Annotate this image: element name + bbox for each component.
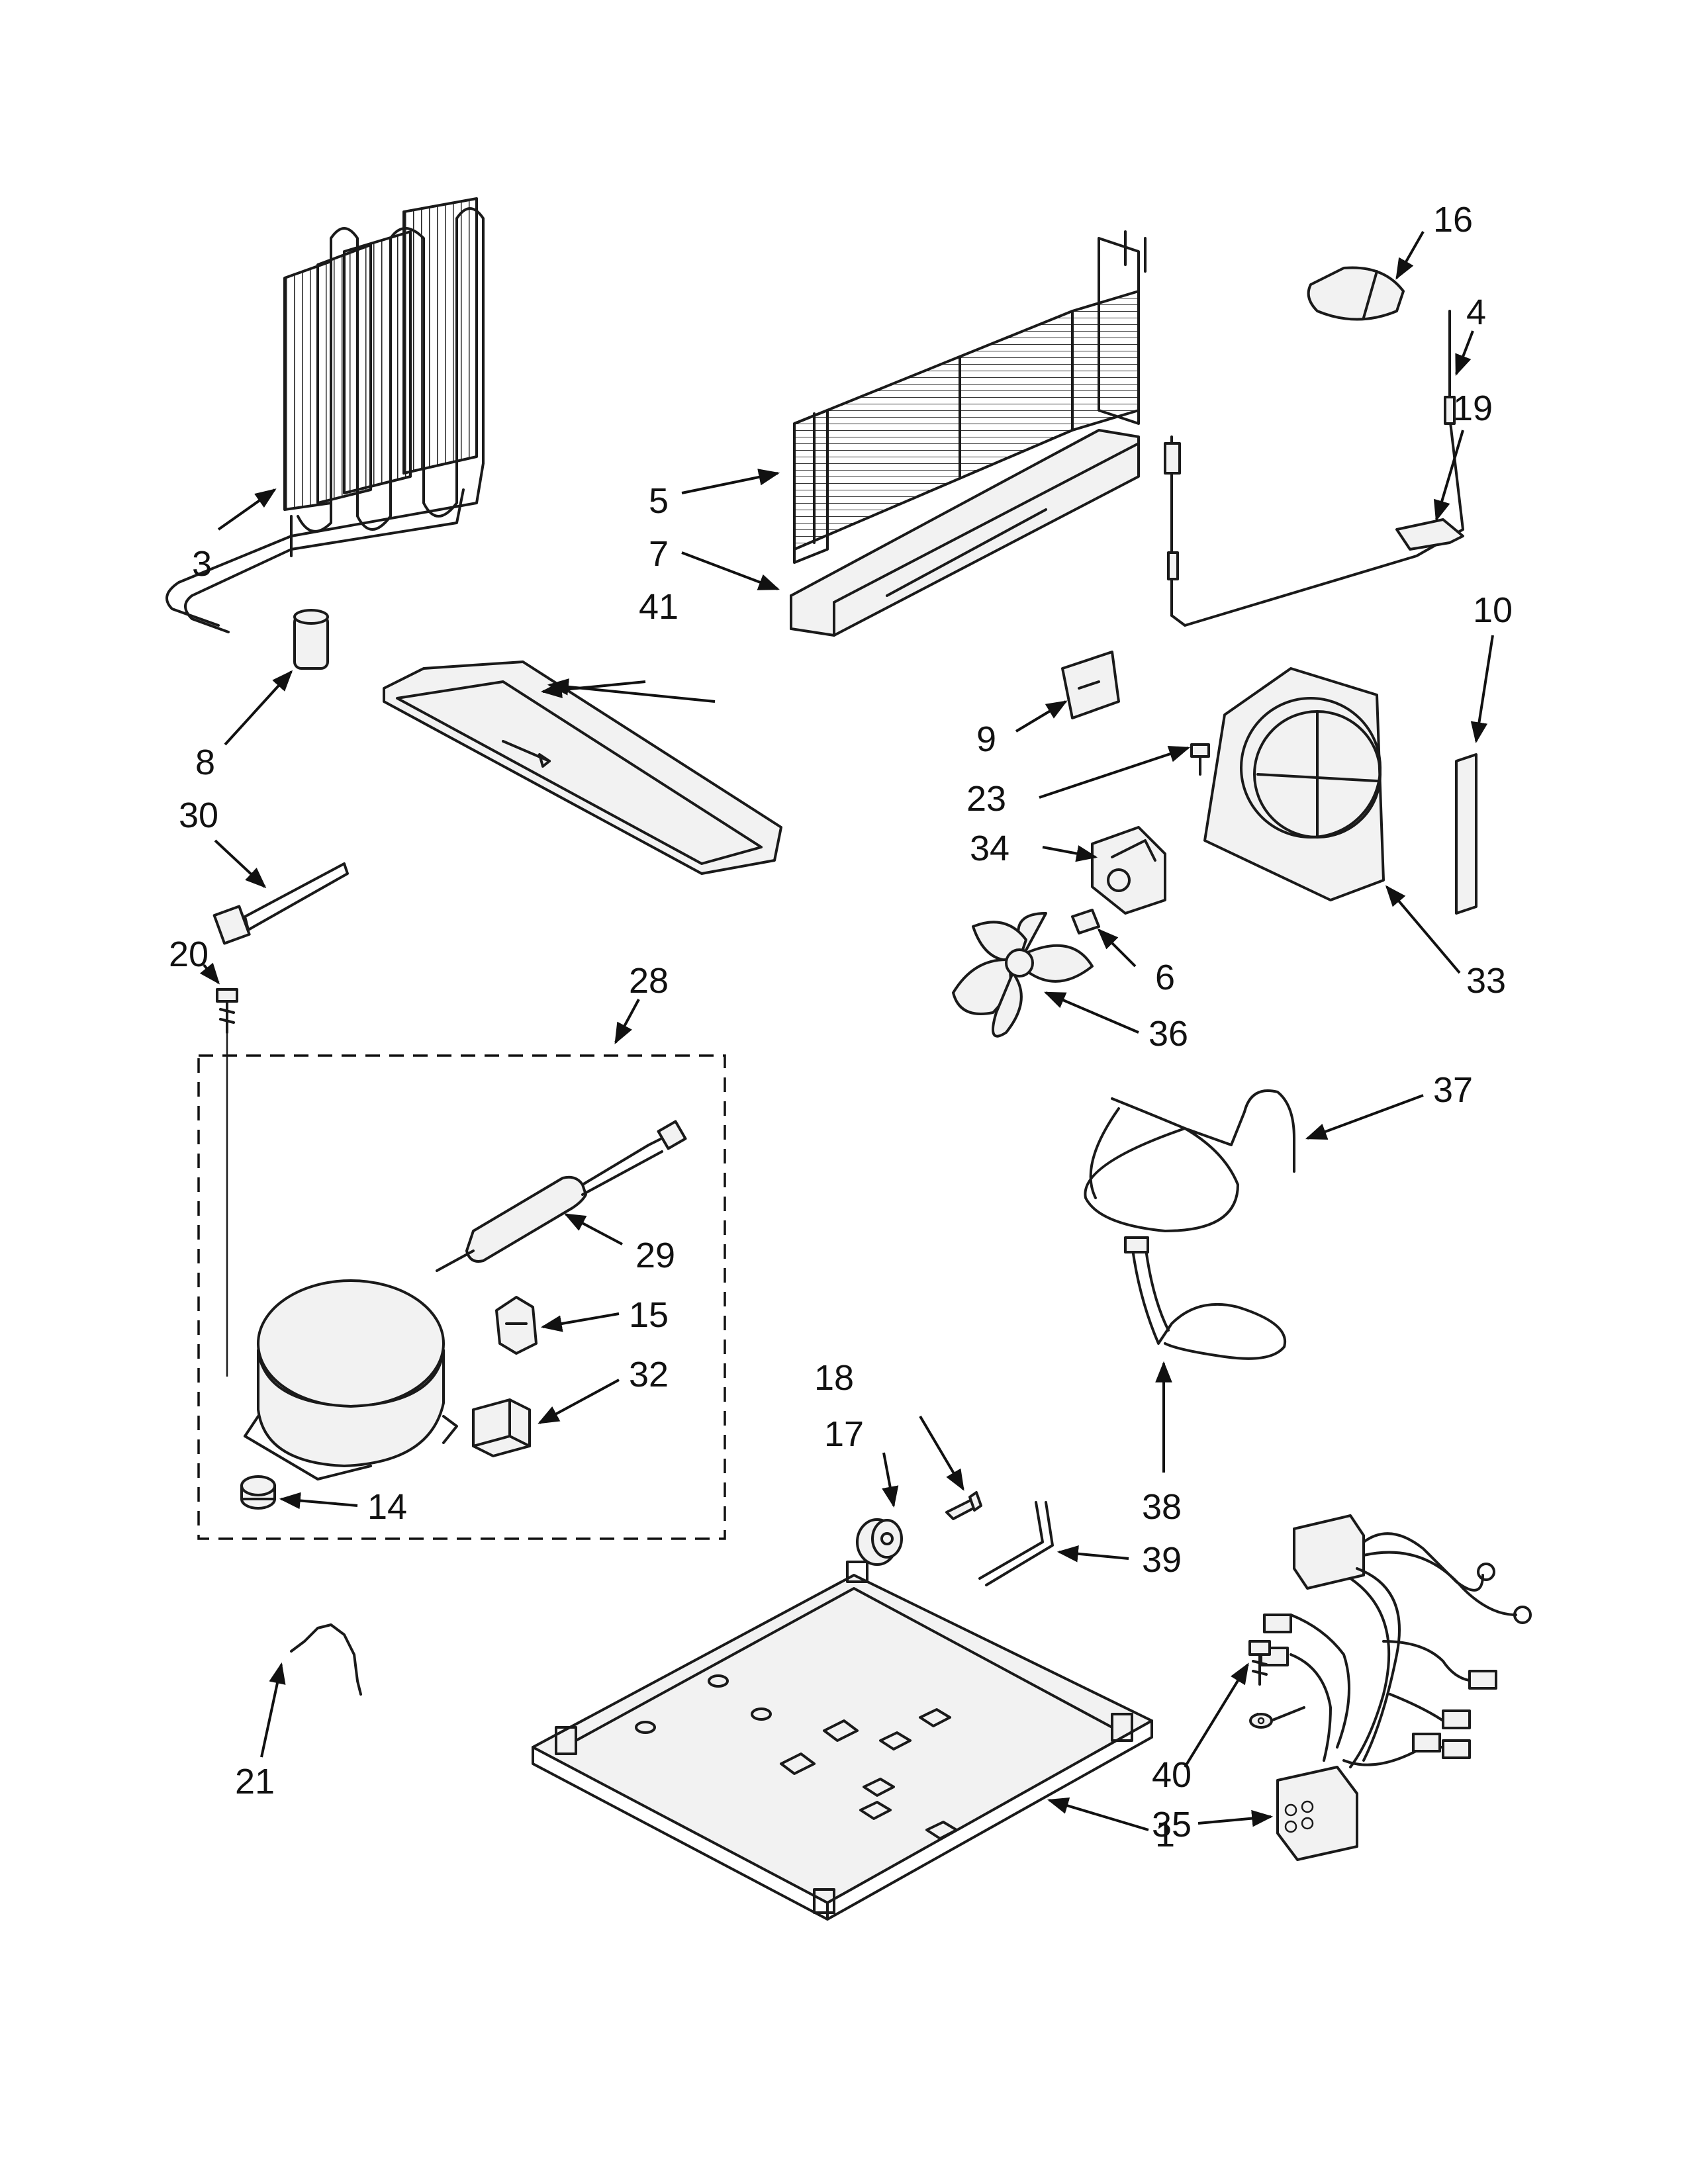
callout-labels: 1 3 4 5 6 7 8 9 10 14 15 16 17 18 19 20 … bbox=[169, 200, 1513, 1854]
screw-part-6 bbox=[1071, 909, 1100, 934]
tube-part-38 bbox=[1124, 1236, 1287, 1360]
drier-part-29 bbox=[436, 1120, 687, 1272]
roller-part-17 bbox=[856, 1518, 903, 1566]
callout-8: 8 bbox=[195, 743, 215, 782]
callout-20: 20 bbox=[169, 934, 209, 974]
screw-part-23 bbox=[1190, 743, 1210, 776]
cylinder-part-8 bbox=[293, 609, 329, 670]
leader-lines bbox=[199, 231, 1494, 1831]
screw-washer-part-40 bbox=[1248, 1640, 1273, 1729]
callout-6: 6 bbox=[1155, 958, 1175, 997]
callout-32: 32 bbox=[629, 1355, 669, 1394]
callout-23: 23 bbox=[966, 779, 1006, 819]
callout-21: 21 bbox=[235, 1762, 275, 1801]
callout-33: 33 bbox=[1466, 961, 1506, 1001]
callout-37: 37 bbox=[1433, 1070, 1473, 1110]
evaporator-coil-part bbox=[793, 230, 1147, 564]
callout-4: 4 bbox=[1466, 293, 1486, 332]
fan-blade-part-36 bbox=[952, 912, 1094, 1038]
cable-tie-part bbox=[212, 862, 349, 945]
grommet-part-14 bbox=[240, 1475, 276, 1510]
callout-41: 41 bbox=[639, 587, 679, 627]
tube-part-37 bbox=[1084, 1089, 1295, 1232]
callout-5: 5 bbox=[649, 481, 669, 521]
callout-10: 10 bbox=[1473, 590, 1513, 630]
callout-28: 28 bbox=[629, 961, 669, 1001]
kit-28-boundary bbox=[197, 1054, 726, 1540]
callout-17: 17 bbox=[824, 1414, 864, 1454]
callout-9: 9 bbox=[976, 719, 996, 759]
callout-16: 16 bbox=[1433, 200, 1473, 240]
drip-tray-part bbox=[383, 660, 782, 875]
base-pan-part bbox=[532, 1561, 1153, 1921]
condenser-coil-part bbox=[165, 197, 485, 633]
gasket-strip-part-10 bbox=[1455, 753, 1477, 915]
callout-40: 40 bbox=[1152, 1755, 1192, 1795]
callout-30: 30 bbox=[179, 796, 218, 835]
tube-part-39 bbox=[978, 1501, 1054, 1586]
relay-part-15 bbox=[495, 1296, 538, 1355]
callout-3: 3 bbox=[192, 544, 212, 584]
callout-38: 38 bbox=[1142, 1487, 1182, 1527]
cap-part-16 bbox=[1307, 266, 1405, 321]
callout-34: 34 bbox=[970, 829, 1009, 868]
clip-part-19 bbox=[1395, 518, 1464, 551]
wiring-harness-part-35 bbox=[1256, 1514, 1532, 1861]
wire-clip-part-21 bbox=[290, 1623, 362, 1696]
sensor-wire-part-4 bbox=[1164, 310, 1464, 627]
callout-39: 39 bbox=[1142, 1540, 1182, 1580]
callout-1: 1 bbox=[1155, 1815, 1175, 1854]
callout-19: 19 bbox=[1453, 388, 1493, 428]
fan-motor-part-34 bbox=[1091, 826, 1166, 915]
bracket-part-9 bbox=[1061, 651, 1120, 719]
overload-part-32 bbox=[472, 1398, 531, 1457]
callout-15: 15 bbox=[629, 1295, 669, 1335]
callout-36: 36 bbox=[1149, 1014, 1188, 1054]
callout-35: 35 bbox=[1152, 1805, 1192, 1844]
screw-part-20 bbox=[216, 988, 238, 1034]
axle-pin-part-18 bbox=[945, 1491, 982, 1520]
compressor-part bbox=[244, 1279, 458, 1480]
callout-14: 14 bbox=[367, 1487, 407, 1527]
fan-shroud-part-33 bbox=[1203, 667, 1385, 901]
callout-29: 29 bbox=[635, 1236, 675, 1275]
callout-18: 18 bbox=[814, 1358, 854, 1398]
callout-7: 7 bbox=[649, 534, 669, 574]
drain-trough-part bbox=[790, 429, 1140, 637]
